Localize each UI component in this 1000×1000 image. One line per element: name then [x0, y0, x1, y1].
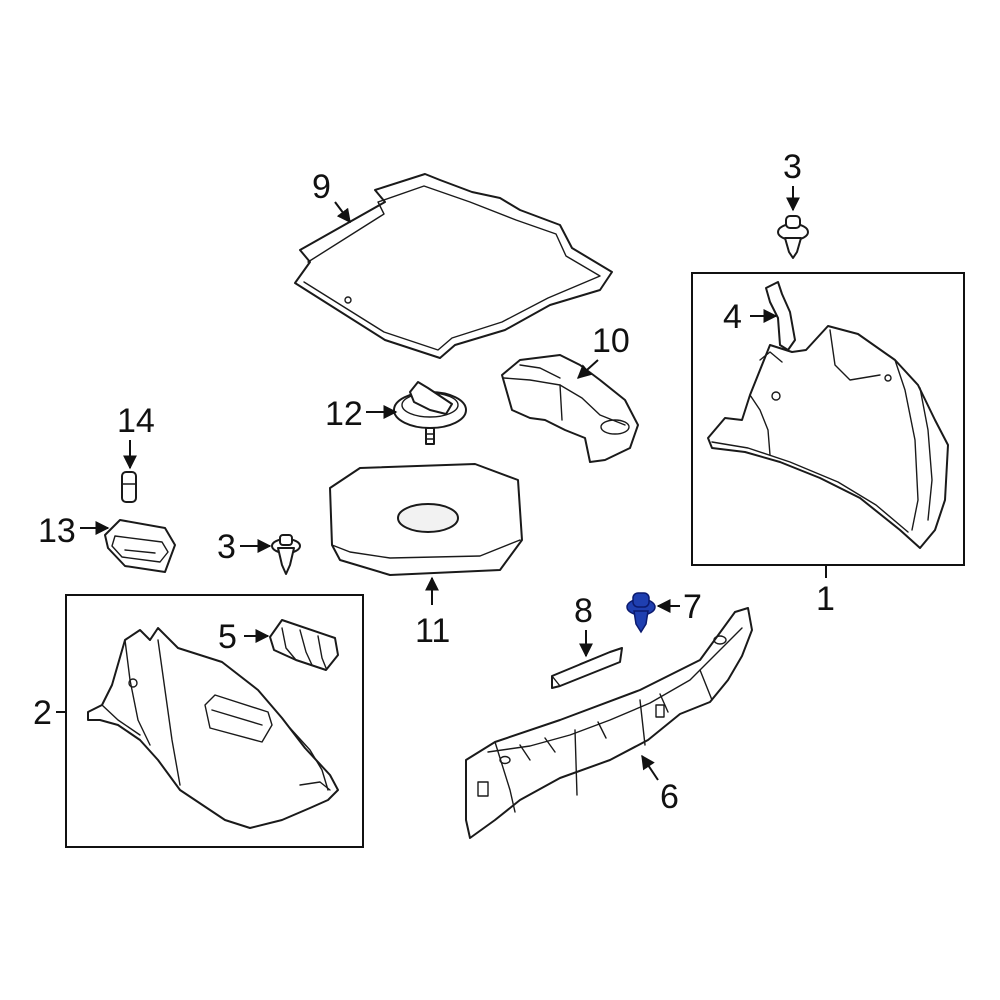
callout-3-left: 3: [217, 528, 272, 566]
callout-11: 11: [415, 576, 450, 650]
part-3-clip-top-right[interactable]: [777, 215, 809, 259]
callout-1-label: 1: [816, 580, 835, 618]
part-1-right-side-trim[interactable]: [707, 325, 949, 549]
part-10-side-block[interactable]: [501, 354, 639, 463]
part-3-clip-left[interactable]: [271, 534, 301, 575]
callout-3-top-label: 3: [783, 148, 802, 186]
callout-1: 1: [816, 565, 835, 618]
callout-6-label: 6: [660, 778, 679, 816]
callout-7-label: 7: [683, 588, 702, 626]
callout-7: 7: [656, 588, 702, 626]
callout-14-label: 14: [117, 402, 155, 440]
part-7-clip-highlighted[interactable]: [626, 592, 656, 634]
part-13-lamp-housing[interactable]: [104, 519, 176, 573]
part-2-left-side-trim[interactable]: [87, 627, 339, 829]
callout-3-left-label: 3: [217, 528, 236, 566]
part-12-hold-down[interactable]: [393, 381, 467, 445]
callout-8-label: 8: [574, 592, 593, 630]
callout-12-label: 12: [325, 395, 363, 433]
callout-4: 4: [723, 298, 778, 336]
callout-14: 14: [117, 402, 155, 470]
callout-4-label: 4: [723, 298, 742, 336]
callout-2-label: 2: [33, 694, 52, 732]
callout-11-label: 11: [415, 612, 450, 650]
callout-13-label: 13: [38, 512, 76, 550]
part-14-bulb[interactable]: [121, 471, 137, 503]
part-8-strip[interactable]: [551, 647, 623, 689]
callout-3-top: 3: [783, 148, 802, 212]
callout-2: 2: [33, 694, 66, 732]
callout-10: 10: [576, 322, 630, 379]
group-box-2: [65, 594, 364, 848]
callout-6: 6: [641, 754, 679, 816]
callout-5: 5: [218, 618, 270, 656]
group-box-1: [691, 272, 965, 566]
callout-8: 8: [574, 592, 593, 658]
part-9-trunk-mat[interactable]: [294, 173, 613, 359]
part-6-rear-panel[interactable]: [465, 607, 753, 839]
callout-9-label: 9: [312, 168, 331, 206]
callout-5-label: 5: [218, 618, 237, 656]
callout-12: 12: [325, 395, 398, 433]
part-5-clip-bracket[interactable]: [269, 619, 339, 671]
part-11-wheel-cover[interactable]: [329, 463, 523, 576]
callout-13: 13: [38, 512, 110, 550]
callout-9: 9: [312, 168, 351, 224]
callout-10-label: 10: [592, 322, 630, 360]
